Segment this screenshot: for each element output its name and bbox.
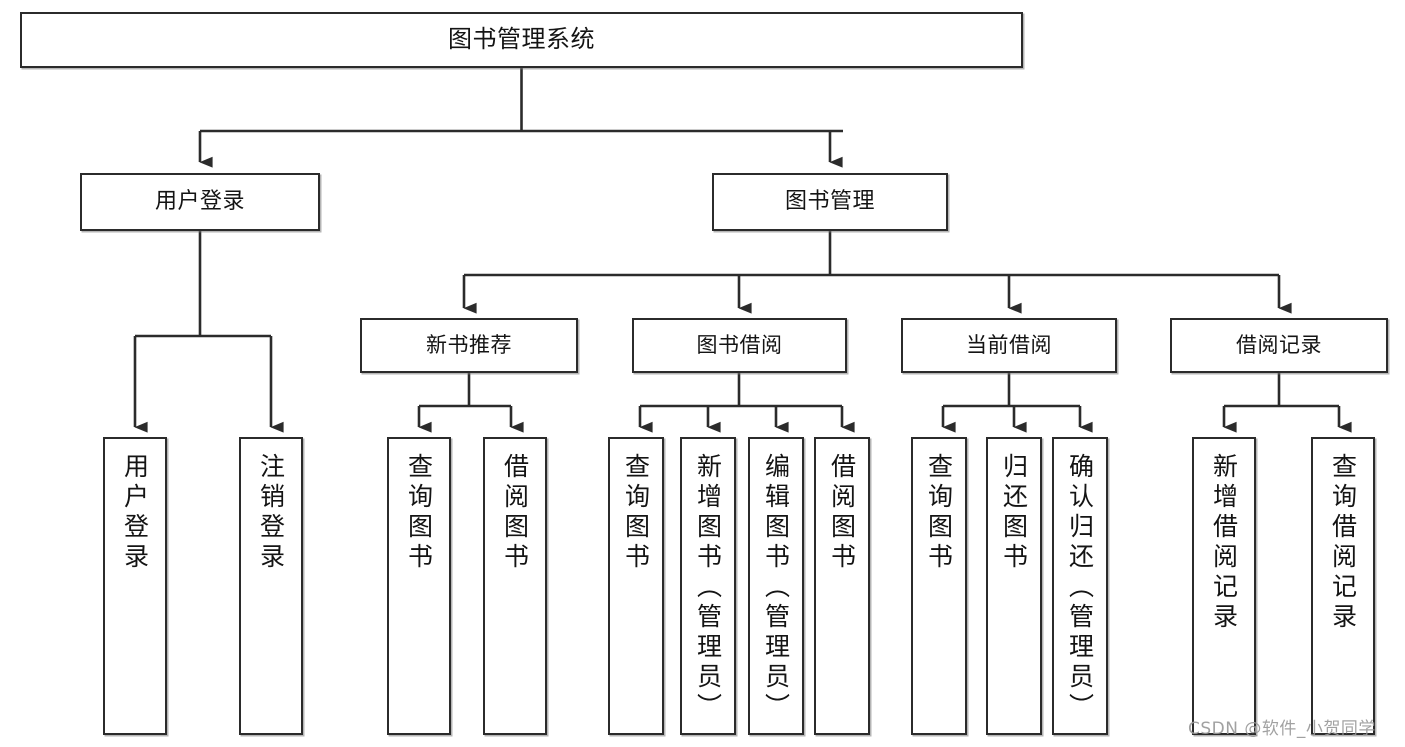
- node-leaf-query-record[interactable]: 查询借阅记录: [1311, 437, 1375, 735]
- node-leaf-query-book-1-label: 查询图书: [404, 453, 434, 573]
- node-leaf-return-book-label: 归还图书: [999, 453, 1029, 573]
- node-leaf-query-book-3[interactable]: 查询图书: [911, 437, 967, 735]
- node-leaf-confirm-return-admin-label: 确认归还（管理员）: [1065, 453, 1095, 723]
- node-leaf-add-book-admin[interactable]: 新增图书（管理员）: [680, 437, 736, 735]
- node-book-borrow[interactable]: 图书借阅: [632, 318, 847, 373]
- node-book-manage-label: 图书管理: [784, 189, 875, 215]
- node-leaf-return-book[interactable]: 归还图书: [986, 437, 1042, 735]
- node-user-login[interactable]: 用户登录: [80, 173, 320, 231]
- node-leaf-confirm-return-admin[interactable]: 确认归还（管理员）: [1052, 437, 1108, 735]
- node-book-manage[interactable]: 图书管理: [712, 173, 948, 231]
- node-leaf-user-login-label: 用户登录: [120, 453, 150, 573]
- node-new-book-recommend[interactable]: 新书推荐: [360, 318, 578, 373]
- node-leaf-query-record-label: 查询借阅记录: [1328, 453, 1358, 633]
- node-leaf-add-book-admin-label: 新增图书（管理员）: [693, 453, 723, 723]
- node-leaf-borrow-book-2[interactable]: 借阅图书: [814, 437, 870, 735]
- node-leaf-edit-book-admin-label: 编辑图书（管理员）: [761, 453, 791, 723]
- node-leaf-query-book-3-label: 查询图书: [924, 453, 954, 573]
- node-borrow-record[interactable]: 借阅记录: [1170, 318, 1388, 373]
- node-leaf-query-book-1[interactable]: 查询图书: [387, 437, 451, 735]
- node-root-label: 图书管理系统: [448, 25, 595, 54]
- node-leaf-user-login[interactable]: 用户登录: [103, 437, 167, 735]
- node-new-book-recommend-label: 新书推荐: [426, 333, 512, 358]
- node-leaf-borrow-book-1[interactable]: 借阅图书: [483, 437, 547, 735]
- node-book-borrow-label: 图书借阅: [696, 333, 783, 358]
- node-leaf-add-record[interactable]: 新增借阅记录: [1192, 437, 1256, 735]
- node-leaf-query-book-2-label: 查询图书: [621, 453, 651, 573]
- node-leaf-add-record-label: 新增借阅记录: [1209, 453, 1239, 633]
- node-user-login-label: 用户登录: [154, 189, 245, 215]
- node-leaf-logout-login-label: 注销登录: [256, 453, 286, 573]
- node-leaf-edit-book-admin[interactable]: 编辑图书（管理员）: [748, 437, 804, 735]
- node-leaf-query-book-2[interactable]: 查询图书: [608, 437, 664, 735]
- node-leaf-borrow-book-1-label: 借阅图书: [500, 453, 530, 573]
- node-current-borrow[interactable]: 当前借阅: [901, 318, 1117, 373]
- node-root-book-management-system[interactable]: 图书管理系统: [20, 12, 1023, 68]
- csdn-watermark: CSDN @软件_小贺同学: [1188, 719, 1376, 739]
- node-current-borrow-label: 当前借阅: [966, 333, 1052, 358]
- node-leaf-logout-login[interactable]: 注销登录: [239, 437, 303, 735]
- node-leaf-borrow-book-2-label: 借阅图书: [827, 453, 857, 573]
- node-borrow-record-label: 借阅记录: [1236, 333, 1322, 358]
